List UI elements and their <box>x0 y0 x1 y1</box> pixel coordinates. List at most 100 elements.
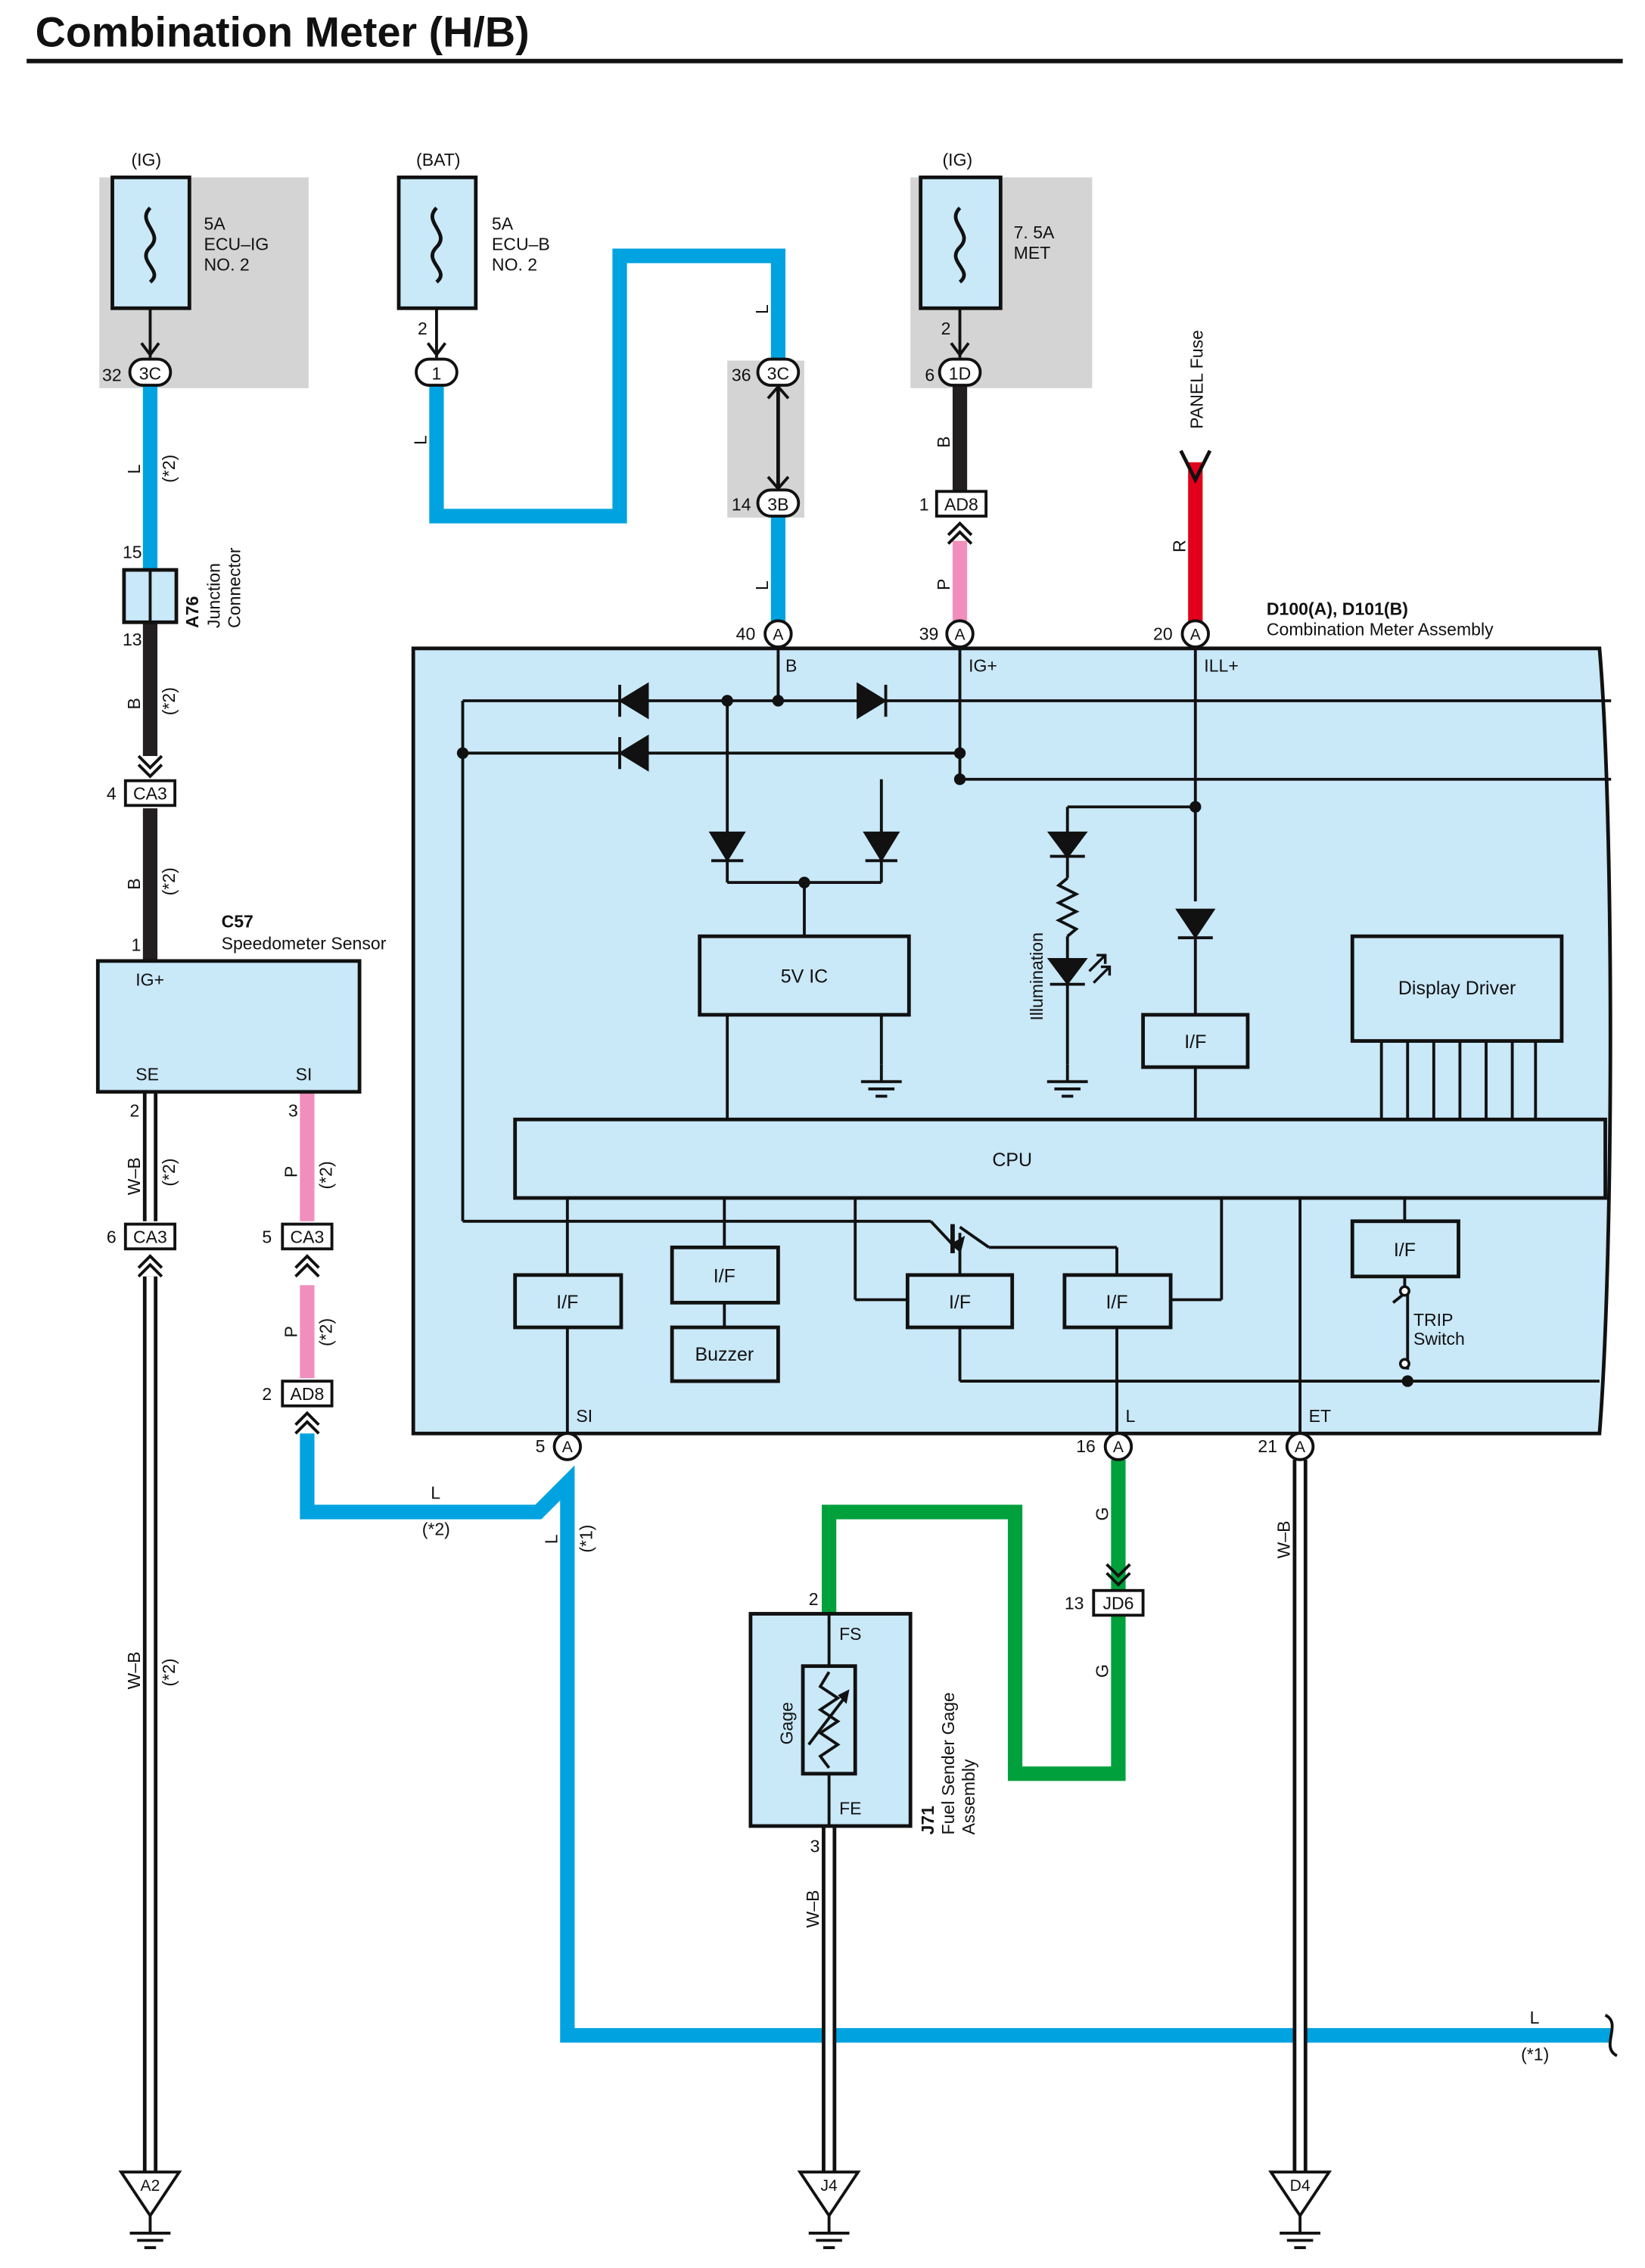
svg-text:15: 15 <box>123 543 142 562</box>
svg-text:AD8: AD8 <box>291 1384 325 1404</box>
svg-text:1: 1 <box>432 363 442 383</box>
svg-text:(IG): (IG) <box>131 150 161 170</box>
svg-text:(*2): (*2) <box>422 1520 450 1539</box>
svg-text:W–B: W–B <box>124 1651 144 1689</box>
svg-text:2: 2 <box>130 1100 140 1120</box>
display-driver-block: Display Driver <box>1350 934 1564 1043</box>
speedometer-sensor-c57: C57 Speedometer Sensor 1 IG+ SE SI 2 3 <box>95 912 387 1120</box>
svg-text:40: 40 <box>736 624 756 643</box>
svg-text:J4: J4 <box>820 2177 838 2195</box>
wire-fuel-g <box>822 1459 1126 1781</box>
svg-text:Buzzer: Buzzer <box>695 1344 754 1365</box>
svg-text:TRIP: TRIP <box>1413 1310 1454 1330</box>
meter-top-pins: 40 A B 39 A IG+ 20 A ILL+ <box>736 619 1239 676</box>
connector-3b-14: 14 3B <box>732 384 801 518</box>
svg-text:32: 32 <box>102 365 122 384</box>
svg-text:P: P <box>281 1326 301 1337</box>
wire-si-l <box>300 1433 1612 2043</box>
svg-text:A2: A2 <box>141 2177 160 2195</box>
svg-text:(*2): (*2) <box>159 867 179 895</box>
svg-text:(*2): (*2) <box>159 687 179 715</box>
svg-text:D4: D4 <box>1290 2177 1311 2195</box>
svg-text:NO. 2: NO. 2 <box>492 254 537 274</box>
illumination-label: Illumination <box>1027 932 1046 1021</box>
svg-text:A: A <box>1295 1439 1306 1456</box>
svg-text:C57: C57 <box>222 912 253 932</box>
if-block-illumination: I/F <box>1141 1013 1250 1069</box>
svg-text:Gage: Gage <box>777 1702 797 1744</box>
svg-text:5A: 5A <box>492 214 514 234</box>
svg-text:Junction: Junction <box>204 563 224 628</box>
svg-text:(*2): (*2) <box>159 1658 179 1686</box>
cpu-block: CPU <box>513 1117 1607 1200</box>
trip-switch: TRIP Switch <box>1398 1285 1465 1370</box>
ground-d4: D4 <box>1268 2170 1332 2250</box>
connector-ad8-2: 2 AD8 <box>262 1380 334 1435</box>
combination-meter-assembly: D100(A), D101(B) Combination Meter Assem… <box>411 599 1612 1436</box>
buzzer-block: Buzzer <box>670 1325 780 1383</box>
svg-text:SE: SE <box>135 1064 159 1084</box>
svg-text:I/F: I/F <box>1184 1031 1206 1053</box>
if-block-si: I/F <box>513 1273 623 1330</box>
svg-text:(*2): (*2) <box>159 1159 179 1187</box>
svg-text:39: 39 <box>919 624 939 643</box>
svg-text:ILL+: ILL+ <box>1204 656 1239 676</box>
connector-jd6-13: 13 JD6 <box>1065 1563 1145 1617</box>
led-light-arrows <box>1088 954 1112 984</box>
connector-ca3-6: 6 CA3 <box>107 1222 177 1278</box>
svg-text:L: L <box>752 304 772 314</box>
svg-text:L: L <box>124 464 144 474</box>
fuse-panel: PANEL Fuse <box>1179 330 1212 484</box>
svg-text:G: G <box>1093 1664 1112 1678</box>
ground-j4: J4 <box>797 2170 861 2250</box>
svg-text:L: L <box>1126 1406 1136 1426</box>
svg-text:L: L <box>752 580 772 590</box>
wire-color-labels: L (*2) B (*2) B (*2) W–B (*2) W–B (*2) P… <box>124 304 1549 2064</box>
svg-text:ECU–B: ECU–B <box>492 234 550 254</box>
svg-text:R: R <box>1169 540 1189 552</box>
svg-text:FS: FS <box>839 1624 861 1644</box>
svg-text:JD6: JD6 <box>1102 1594 1133 1613</box>
svg-text:(*2): (*2) <box>316 1318 336 1346</box>
svg-text:I/F: I/F <box>949 1292 971 1313</box>
svg-text:A: A <box>955 626 966 643</box>
svg-text:FE: FE <box>839 1799 861 1818</box>
svg-text:A: A <box>1113 1439 1124 1456</box>
fuse-met: (IG) 7. 5A MET 2 <box>919 150 1055 358</box>
svg-text:L: L <box>1530 2008 1540 2027</box>
svg-text:I/F: I/F <box>1394 1240 1416 1261</box>
svg-text:16: 16 <box>1076 1436 1096 1456</box>
svg-text:3C: 3C <box>139 363 161 383</box>
svg-text:5: 5 <box>262 1227 272 1247</box>
svg-text:(*1): (*1) <box>1521 2044 1549 2064</box>
if-block-transistor: I/F <box>905 1273 1015 1330</box>
meter-diodes <box>618 682 1216 986</box>
svg-text:NO. 2: NO. 2 <box>204 254 250 274</box>
pin-40-b: 40 A B <box>736 619 797 676</box>
svg-text:MET: MET <box>1014 243 1051 263</box>
svg-text:(BAT): (BAT) <box>416 150 460 170</box>
svg-text:A: A <box>562 1439 574 1456</box>
pin-5-si: SI 5 A <box>536 1406 592 1461</box>
svg-text:4: 4 <box>107 784 117 804</box>
svg-text:36: 36 <box>732 365 751 384</box>
meter-internal-circuit <box>461 648 1612 1434</box>
svg-text:6: 6 <box>107 1227 117 1247</box>
svg-text:ECU–IG: ECU–IG <box>204 234 269 254</box>
meter-code: D100(A), D101(B) <box>1267 599 1408 619</box>
svg-text:2: 2 <box>809 1589 819 1609</box>
meter-bottom-pins: SI 5 A L 16 A ET 21 A <box>536 1406 1331 1461</box>
junction-connector-a76: 15 13 A76 Junction Connector <box>122 543 244 649</box>
svg-text:7. 5A: 7. 5A <box>1014 222 1055 242</box>
svg-text:B: B <box>785 656 797 676</box>
svg-text:2: 2 <box>941 319 951 338</box>
svg-text:6: 6 <box>925 365 934 384</box>
pin-20-ill: 20 A ILL+ <box>1153 619 1239 676</box>
svg-text:5A: 5A <box>204 214 226 234</box>
svg-text:(*2): (*2) <box>159 455 179 483</box>
svg-text:I/F: I/F <box>556 1292 578 1313</box>
svg-text:Switch: Switch <box>1413 1329 1465 1349</box>
svg-text:IG+: IG+ <box>135 970 164 990</box>
svg-text:PANEL Fuse: PANEL Fuse <box>1186 330 1206 429</box>
